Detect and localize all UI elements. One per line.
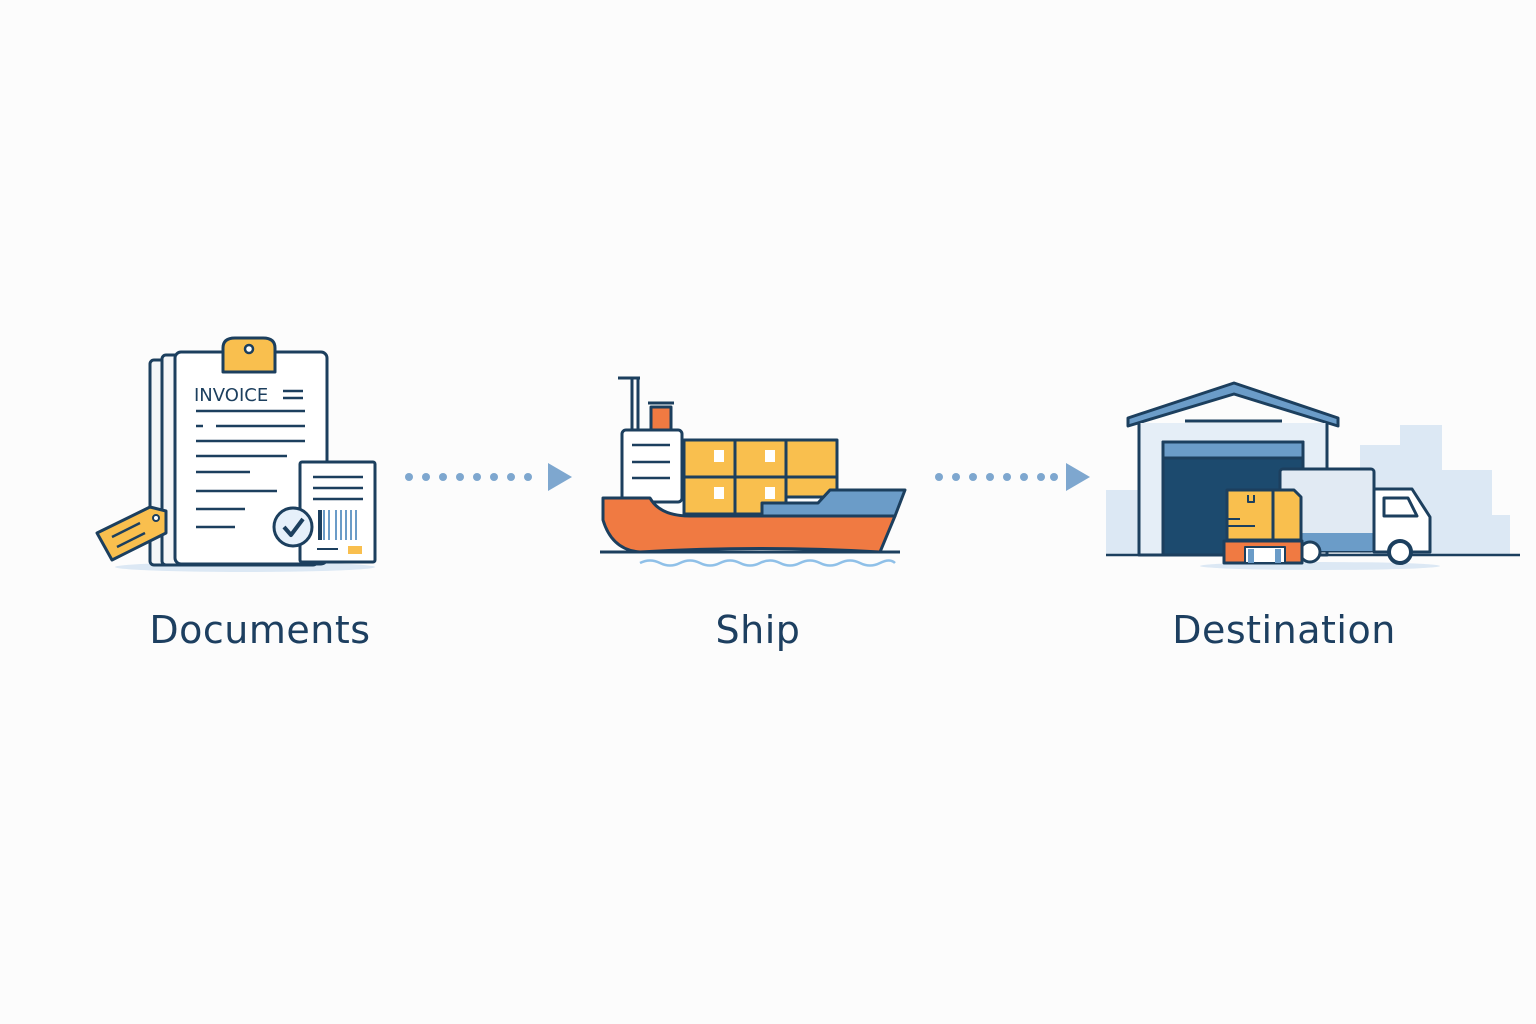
connector-arrow — [935, 463, 1090, 491]
step-label-destination: Destination — [1172, 608, 1396, 652]
cargo-ship-icon — [600, 376, 907, 567]
invoice-documents-icon: INVOICE — [95, 336, 377, 572]
warehouse-truck-icon — [1106, 381, 1520, 570]
invoice-title: INVOICE — [194, 385, 268, 406]
step-label-ship: Ship — [715, 608, 801, 652]
step-label-documents: Documents — [149, 608, 371, 652]
connector-arrow — [405, 463, 572, 491]
